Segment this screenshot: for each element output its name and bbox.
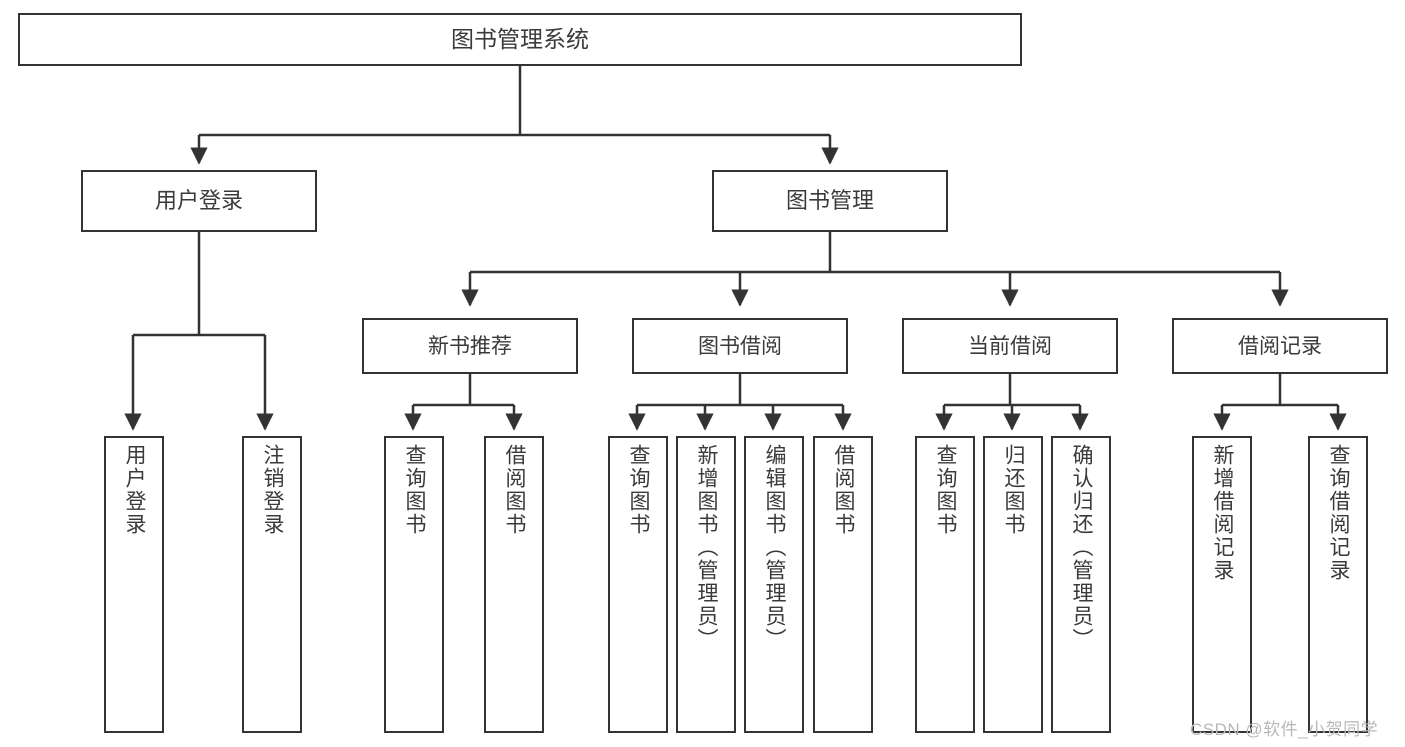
leaf-label: 借阅图书 <box>832 444 856 536</box>
leaf-label: 新增借阅记录 <box>1211 444 1235 582</box>
leaf-user-login-login[interactable]: 用户登录 <box>104 436 164 733</box>
leaf-new-book-borrow-book[interactable]: 借阅图书 <box>484 436 544 733</box>
leaf-current-borrow-confirm-return-admin[interactable]: 确认归还（管理员） <box>1051 436 1111 733</box>
leaf-current-borrow-query-book[interactable]: 查询图书 <box>915 436 975 733</box>
leaf-label: 查询图书 <box>934 444 958 536</box>
leaf-label: 用户登录 <box>123 444 147 536</box>
leaf-book-borrow-borrow-book[interactable]: 借阅图书 <box>813 436 873 733</box>
node-new-book-recommend[interactable]: 新书推荐 <box>362 318 578 374</box>
node-book-borrow[interactable]: 图书借阅 <box>632 318 848 374</box>
leaf-label: 新增图书（管理员） <box>695 444 719 651</box>
leaf-label: 借阅图书 <box>503 444 527 536</box>
leaf-label: 确认归还（管理员） <box>1070 444 1094 651</box>
leaf-book-borrow-add-book-admin[interactable]: 新增图书（管理员） <box>676 436 736 733</box>
leaf-borrow-record-add-record[interactable]: 新增借阅记录 <box>1192 436 1252 733</box>
leaf-label: 归还图书 <box>1002 444 1026 536</box>
leaf-label: 查询借阅记录 <box>1327 444 1351 582</box>
leaf-label: 注销登录 <box>261 444 285 536</box>
node-borrow-record[interactable]: 借阅记录 <box>1172 318 1388 374</box>
node-current-borrow[interactable]: 当前借阅 <box>902 318 1118 374</box>
leaf-book-borrow-query-book[interactable]: 查询图书 <box>608 436 668 733</box>
leaf-label: 查询图书 <box>627 444 651 536</box>
node-user-login[interactable]: 用户登录 <box>81 170 317 232</box>
node-book-management[interactable]: 图书管理 <box>712 170 948 232</box>
leaf-new-book-query-book[interactable]: 查询图书 <box>384 436 444 733</box>
node-root-library-system[interactable]: 图书管理系统 <box>18 13 1022 66</box>
csdn-watermark: CSDN @软件_小贺同学 <box>1190 720 1379 739</box>
leaf-user-login-logout[interactable]: 注销登录 <box>242 436 302 733</box>
leaf-book-borrow-edit-book-admin[interactable]: 编辑图书（管理员） <box>744 436 804 733</box>
leaf-current-borrow-return-book[interactable]: 归还图书 <box>983 436 1043 733</box>
leaf-label: 查询图书 <box>403 444 427 536</box>
leaf-borrow-record-query-record[interactable]: 查询借阅记录 <box>1308 436 1368 733</box>
leaf-label: 编辑图书（管理员） <box>763 444 787 651</box>
